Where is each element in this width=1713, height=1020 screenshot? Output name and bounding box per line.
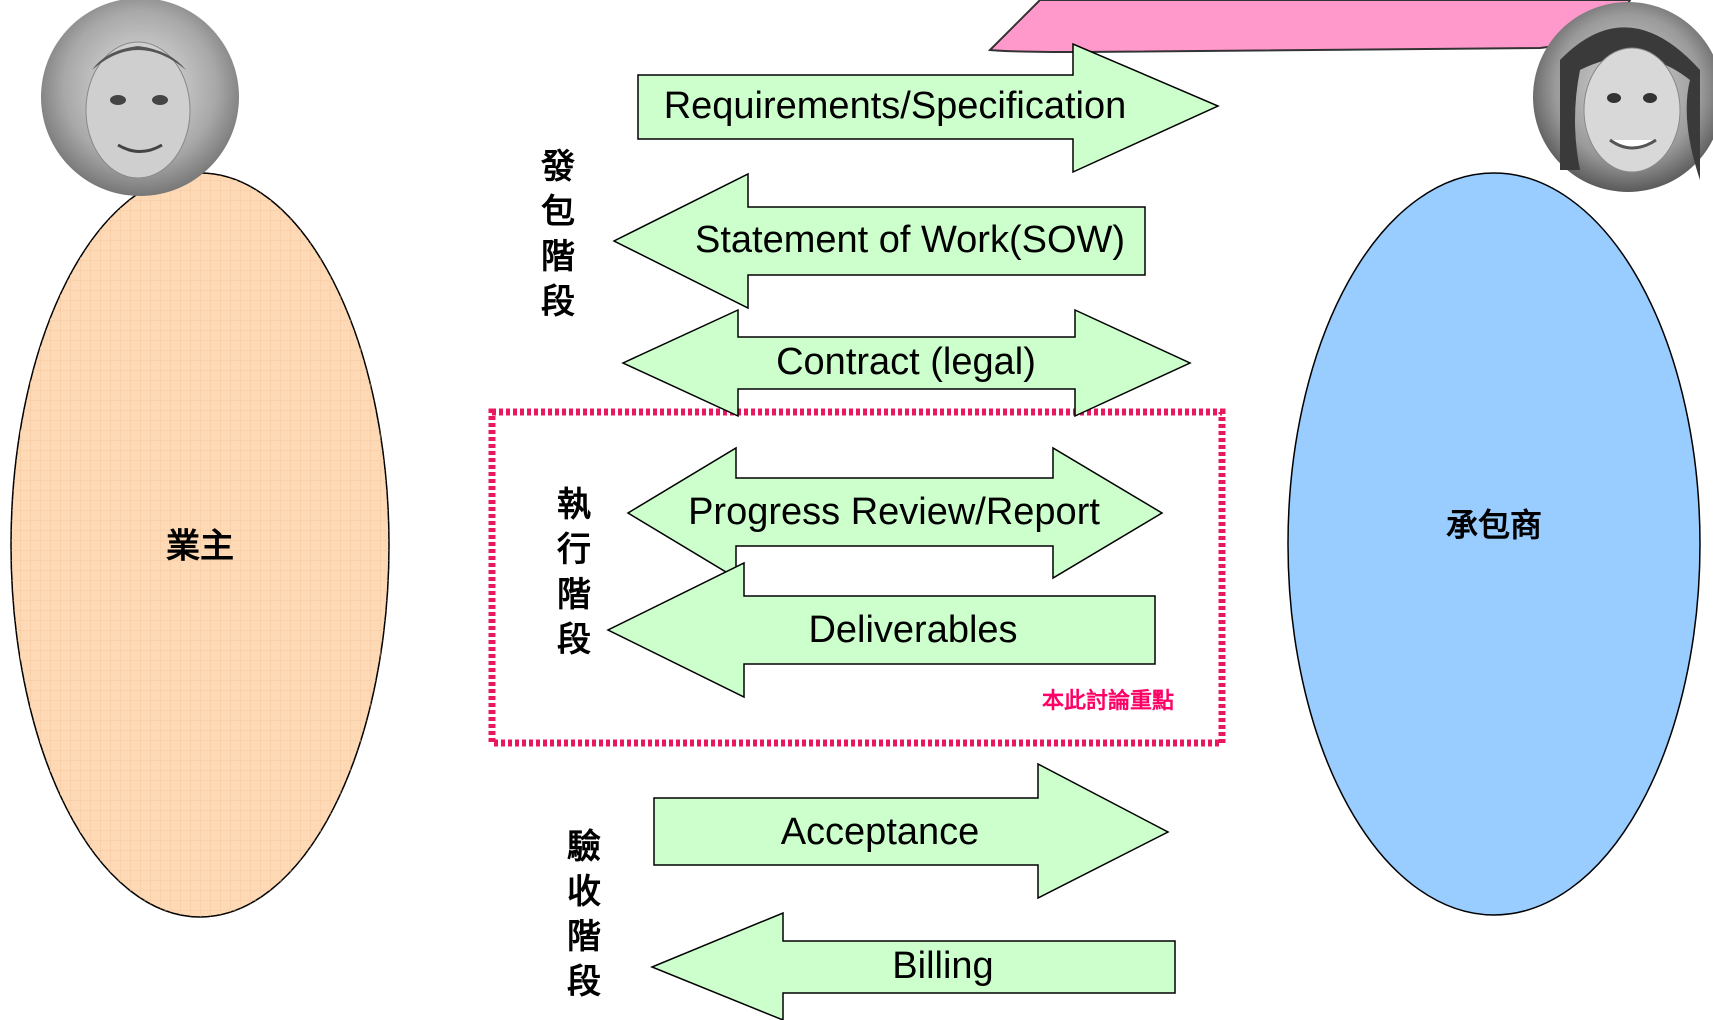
arrow-label-billing: Billing <box>892 945 993 987</box>
phase-char: 段 <box>557 620 591 660</box>
contractor-node: 承包商 <box>1287 172 1701 916</box>
phase-char: 階 <box>557 575 591 615</box>
focus-box-label: 本此討論重點 <box>1042 688 1174 714</box>
arrow-deliverables: Deliverables <box>606 561 1156 699</box>
phase-label-execution: 執 行 階 段 <box>557 485 591 660</box>
phase-char: 執 <box>557 485 591 525</box>
arrow-label-sow: Statement of Work(SOW) <box>695 219 1125 261</box>
phase-char: 包 <box>541 192 575 232</box>
contractor-avatar <box>1533 2 1713 192</box>
arrow-label-requirements: Requirements/Specification <box>664 85 1127 127</box>
phase-label-acceptance: 驗 收 階 段 <box>567 827 601 1002</box>
arrow-label-acceptance: Acceptance <box>781 811 980 853</box>
phase-char: 階 <box>541 237 575 277</box>
phase-label-tendering: 發 包 階 段 <box>540 147 575 322</box>
phase-char: 發 <box>540 147 575 187</box>
contractor-label: 承包商 <box>1446 506 1542 544</box>
callout-bubble <box>987 0 1632 54</box>
phase-char: 段 <box>541 282 575 322</box>
phase-char: 行 <box>557 530 591 570</box>
owner-avatar <box>41 0 239 196</box>
phase-char: 段 <box>567 962 601 1002</box>
arrow-contract: Contract (legal) <box>621 308 1192 418</box>
arrow-billing: Billing <box>650 911 1176 1020</box>
owner-node: 業主 <box>10 172 390 918</box>
arrow-label-deliverables: Deliverables <box>808 609 1017 651</box>
owner-label: 業主 <box>166 527 234 567</box>
phase-char: 驗 <box>567 827 601 867</box>
arrow-label-progress: Progress Review/Report <box>688 491 1100 533</box>
arrow-label-contract: Contract (legal) <box>776 341 1036 383</box>
arrow-progress: Progress Review/Report <box>626 446 1164 580</box>
phase-char: 收 <box>567 872 601 912</box>
focus-box <box>488 408 1226 747</box>
arrow-requirements: Requirements/Specification <box>637 42 1220 174</box>
arrow-acceptance: Acceptance <box>653 762 1170 900</box>
arrow-group: Requirements/Specification Statement of … <box>606 42 1220 1020</box>
phase-char: 階 <box>567 917 601 957</box>
arrow-sow: Statement of Work(SOW) <box>612 172 1146 310</box>
